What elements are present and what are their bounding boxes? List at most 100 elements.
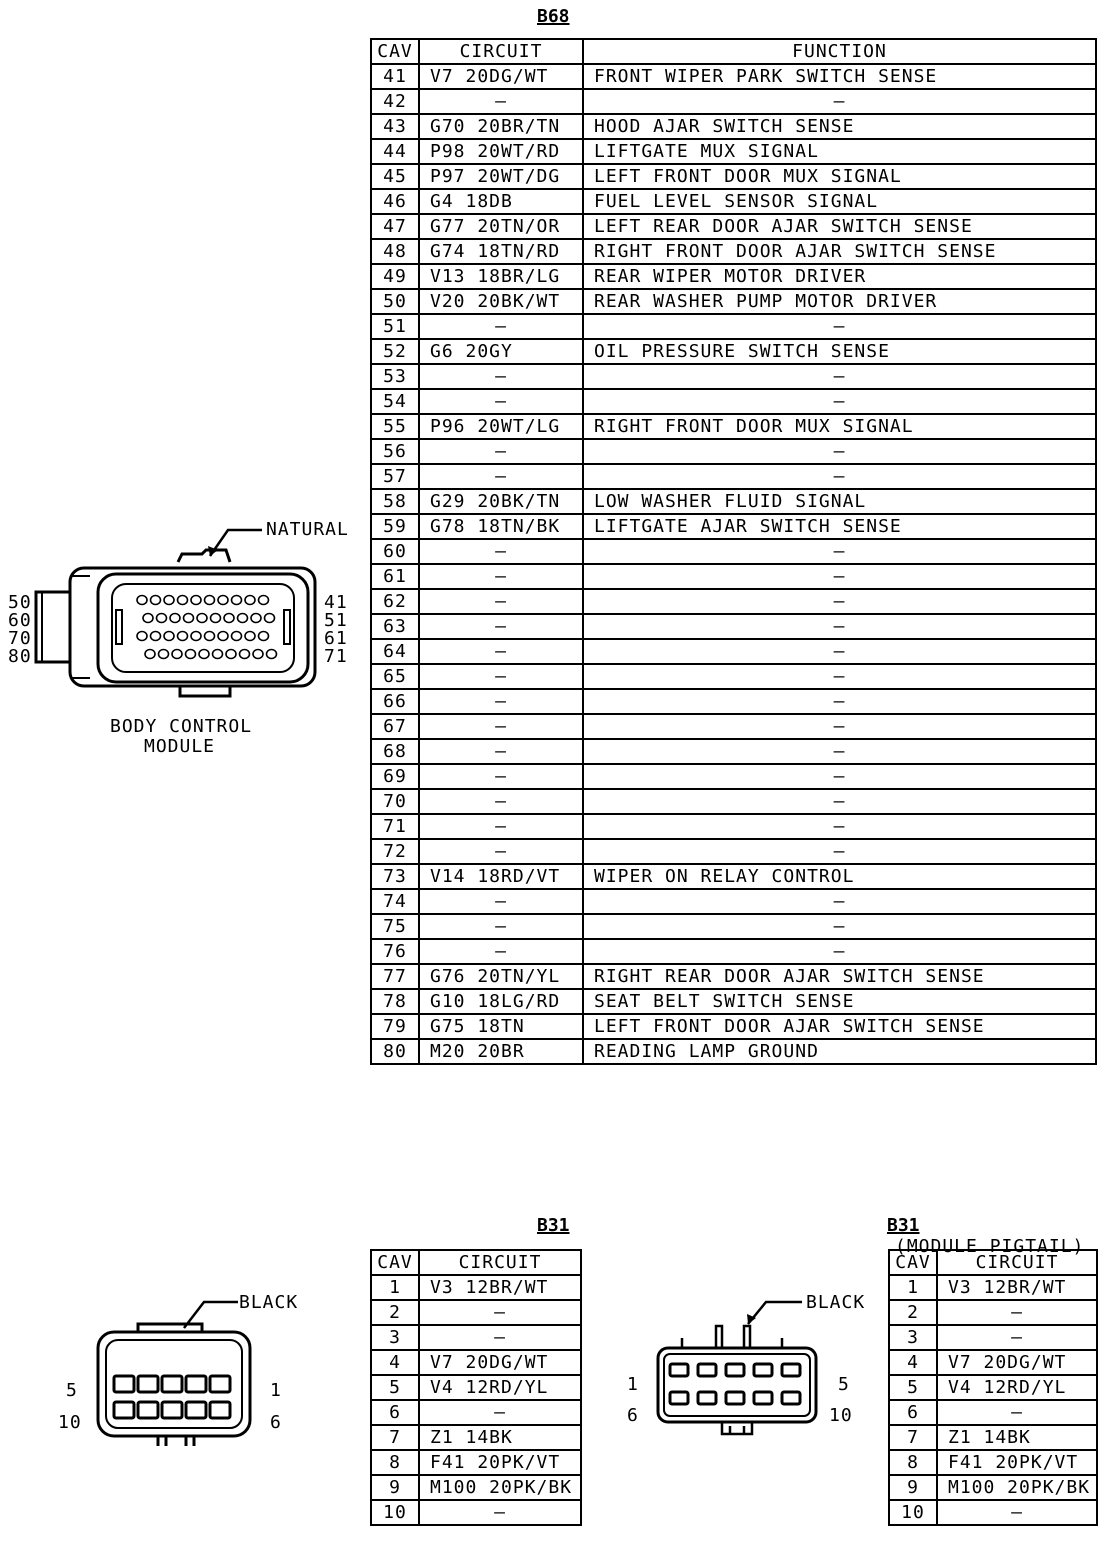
b31p-pin-label-5: 5	[838, 1374, 850, 1395]
cell-circuit: G74 18TN/RD	[418, 238, 584, 265]
header-cav: CAV	[370, 38, 420, 65]
cell-cav: 45	[370, 163, 420, 190]
cell-function: –	[582, 588, 1097, 615]
cell-circuit: V4 12RD/YL	[418, 1374, 582, 1401]
pin-cavity	[244, 594, 256, 606]
cell-cav: 10	[888, 1499, 938, 1526]
pin-cavity	[225, 648, 237, 660]
pin-cavity	[155, 612, 168, 624]
table-row: 53––	[370, 363, 1097, 390]
cell-circuit: –	[418, 1299, 582, 1326]
cell-circuit: –	[418, 838, 584, 865]
header-circuit: CIRCUIT	[418, 38, 584, 65]
bcm-pin-50: 50	[8, 592, 32, 613]
cell-cav: 75	[370, 913, 420, 940]
cell-function: –	[582, 938, 1097, 965]
cell-function: –	[582, 563, 1097, 590]
cell-cav: 77	[370, 963, 420, 990]
cell-cav: 78	[370, 988, 420, 1015]
pin-cavity	[724, 1362, 746, 1378]
pin-cavity	[230, 594, 243, 606]
b31-connector	[96, 1322, 252, 1446]
cell-circuit: G6 20GY	[418, 338, 584, 365]
cell-function: –	[582, 763, 1097, 790]
pin-cavity	[196, 612, 208, 624]
pin-cavity	[112, 1400, 136, 1420]
pin-cavity	[203, 594, 216, 606]
cell-circuit: –	[418, 1324, 582, 1351]
pin-cavity	[160, 1374, 184, 1394]
cell-function: RIGHT REAR DOOR AJAR SWITCH SENSE	[582, 963, 1097, 990]
pin-cavity	[217, 594, 229, 606]
cell-cav: 7	[370, 1424, 420, 1451]
b31-black-leader-line	[183, 1300, 238, 1329]
cell-function: READING LAMP GROUND	[582, 1038, 1097, 1065]
pin-cavity	[203, 630, 216, 642]
cell-function: –	[582, 713, 1097, 740]
bcm-pin-80: 80	[8, 646, 32, 667]
table-row: 3–	[888, 1324, 1098, 1351]
cell-function: –	[582, 88, 1097, 115]
b31-color-label: BLACK	[239, 1292, 299, 1313]
cell-function: OIL PRESSURE SWITCH SENSE	[582, 338, 1097, 365]
cell-cav: 59	[370, 513, 420, 540]
cell-cav: 71	[370, 813, 420, 840]
table-row: 6–	[888, 1399, 1098, 1426]
cell-function: RIGHT FRONT DOOR MUX SIGNAL	[582, 413, 1097, 440]
cell-cav: 61	[370, 563, 420, 590]
cell-cav: 10	[370, 1499, 420, 1526]
body-control-module-connector	[34, 548, 317, 698]
table-row: 56––	[370, 438, 1097, 465]
header-circuit: CIRCUIT	[936, 1249, 1098, 1276]
cell-cav: 55	[370, 413, 420, 440]
cell-circuit: –	[936, 1499, 1098, 1526]
table-row: 72––	[370, 838, 1097, 865]
cell-circuit: –	[418, 638, 584, 665]
pin-cavity	[184, 1374, 208, 1394]
cell-function: –	[582, 363, 1097, 390]
cell-cav: 50	[370, 288, 420, 315]
pin-cavity	[780, 1362, 802, 1378]
cell-circuit: V4 12RD/YL	[936, 1374, 1098, 1401]
cell-cav: 79	[370, 1013, 420, 1040]
pin-cavity	[257, 594, 270, 606]
cell-circuit: –	[418, 313, 584, 340]
b31-pin-label-1: 1	[270, 1380, 282, 1401]
b31p-pin-label-6: 6	[627, 1405, 639, 1426]
table-row: 42––	[370, 88, 1097, 115]
cell-cav: 1	[888, 1274, 938, 1301]
cell-circuit: –	[418, 613, 584, 640]
cell-cav: 53	[370, 363, 420, 390]
bcm-pin-60: 60	[8, 610, 32, 631]
cell-circuit: –	[418, 463, 584, 490]
pin-cavity	[208, 1374, 232, 1394]
header-cav: CAV	[370, 1249, 420, 1276]
table-header-row: CAV CIRCUIT	[888, 1249, 1098, 1276]
b31-pigtail-connector	[656, 1324, 818, 1436]
cell-cav: 67	[370, 713, 420, 740]
table-row: 75––	[370, 913, 1097, 940]
table-header-row: CAV CIRCUIT FUNCTION	[370, 38, 1097, 65]
pin-cavity	[163, 630, 175, 642]
table-row: 74––	[370, 888, 1097, 915]
cell-circuit: –	[418, 888, 584, 915]
cell-function: REAR WASHER PUMP MOTOR DRIVER	[582, 288, 1097, 315]
bcm-pin-71: 71	[324, 646, 348, 667]
cell-cav: 9	[370, 1474, 420, 1501]
pin-cavity	[171, 648, 183, 660]
pin-cavity	[190, 630, 202, 642]
pin-cavities	[136, 594, 278, 660]
pin-cavity	[182, 612, 195, 624]
cell-circuit: V14 18RD/VT	[418, 863, 584, 890]
table-row: 65––	[370, 663, 1097, 690]
